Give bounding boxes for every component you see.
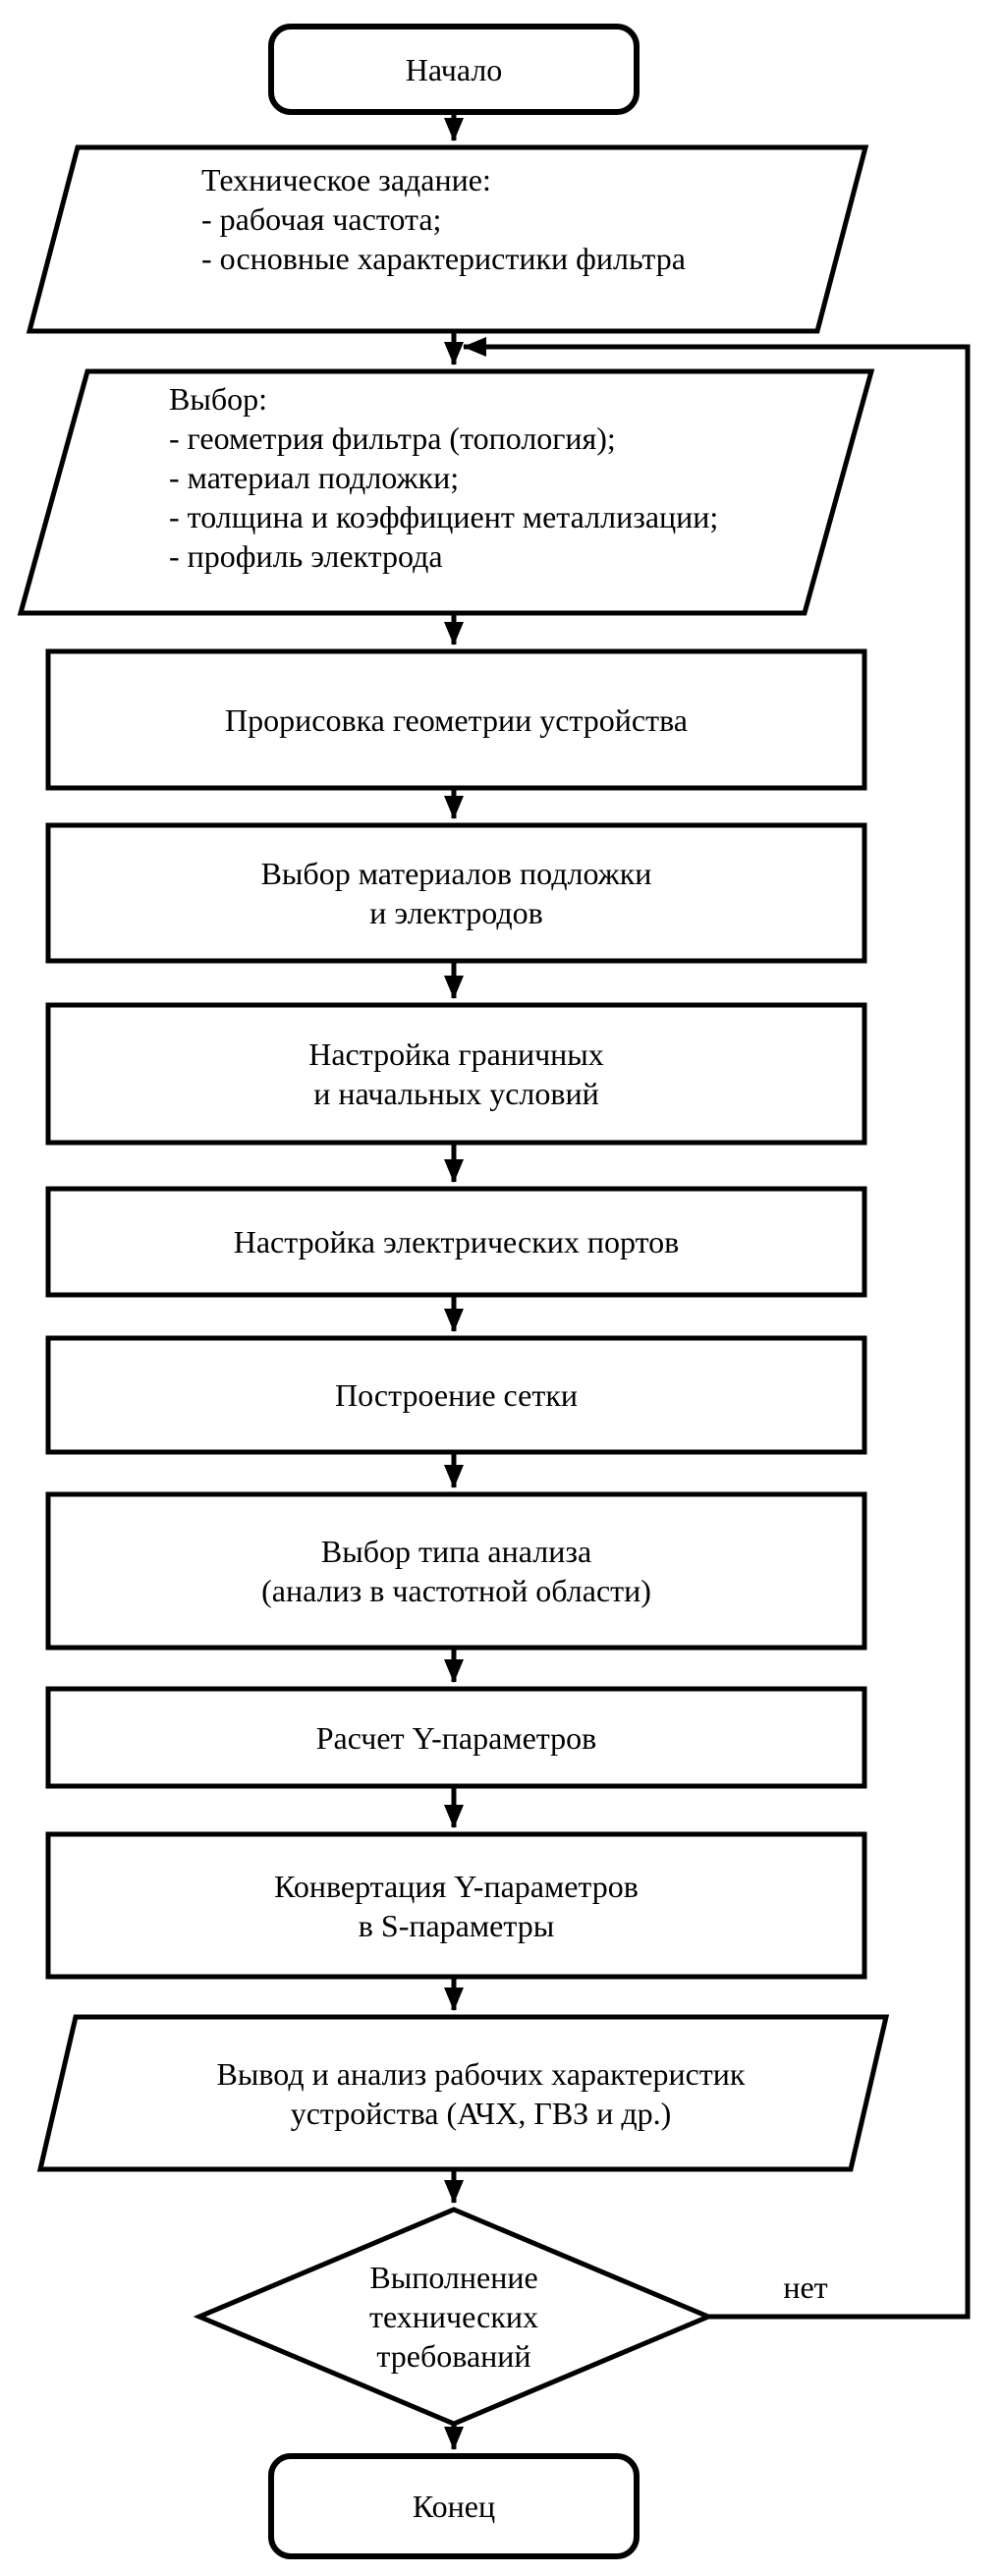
node-output-label: Вывод и анализ рабочих характеристик уст… xyxy=(216,2055,746,2131)
end-terminator-shape xyxy=(268,2453,640,2559)
connector-decision-no-feedback xyxy=(463,337,971,2320)
convert-process-shape xyxy=(45,1831,867,1980)
ports-process-shape xyxy=(45,1186,867,1298)
y-params-process-shape xyxy=(45,1686,867,1789)
edge-no-branch-label: нет xyxy=(783,2269,828,2305)
boundary-process-shape xyxy=(45,1002,867,1146)
node-ports-label: Настройка электрических портов xyxy=(233,1224,680,1260)
node-mesh-label: Построение сетки xyxy=(335,1377,578,1413)
analysis-process-shape xyxy=(45,1491,867,1651)
node-draw-geometry-label: Прорисовка геометрии устройства xyxy=(225,701,688,738)
node-convert-label: Конвертация Y-параметров в S-параметры xyxy=(274,1868,639,1943)
node-analysis-label: Выбор типа анализа (анализ в частотной о… xyxy=(261,1534,651,1608)
mesh-process-shape xyxy=(45,1335,867,1455)
node-boundary-label: Настройка граничных и начальных условий xyxy=(308,1036,604,1111)
choice-parallelogram-shape xyxy=(17,368,875,616)
node-choice-label: Выбор: - геометрия фильтра (топология); … xyxy=(169,381,719,574)
materials-process-shape xyxy=(45,822,867,964)
spec-parallelogram-shape xyxy=(26,144,869,334)
node-y-params-label: Расчет Y-параметров xyxy=(315,1719,597,1756)
node-decision-label: Выполнение технических требований xyxy=(369,2260,538,2374)
output-parallelogram-shape xyxy=(36,2014,890,2172)
node-start-label: Начало xyxy=(405,51,503,87)
node-materials-label: Выбор материалов подложки и электродов xyxy=(260,856,652,930)
node-spec-label: Техническое задание: - рабочая частота; … xyxy=(201,162,686,276)
node-end-label: Конец xyxy=(412,2489,496,2524)
